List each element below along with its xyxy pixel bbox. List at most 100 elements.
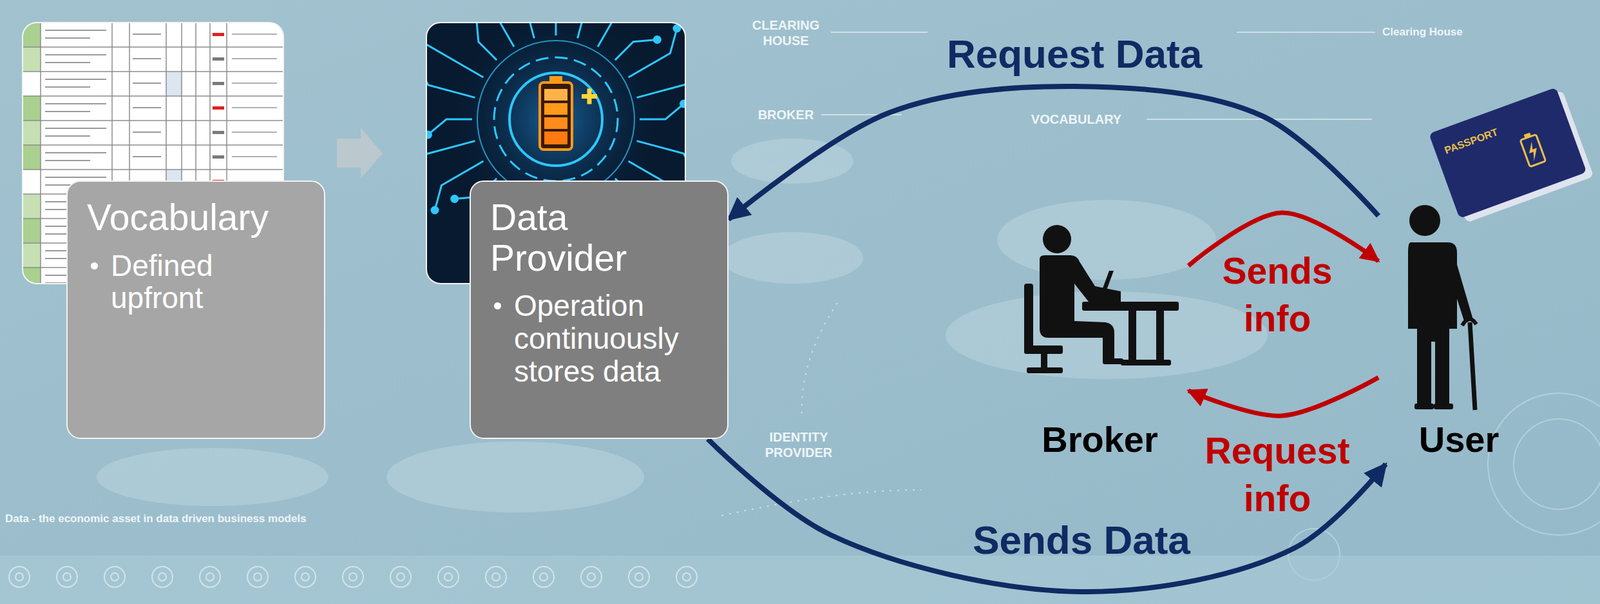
broker-pictogram — [1042, 224, 1072, 254]
passport-picture — [1520, 134, 1546, 167]
bottom-band-icons — [301, 572, 310, 581]
passport-text: PASSPORT — [1442, 125, 1500, 157]
panel-heading: Clearing House — [1382, 25, 1463, 39]
table-cells — [231, 57, 277, 60]
broker-pictogram — [1156, 310, 1164, 362]
bottom-band-icons — [199, 566, 221, 587]
faint-platforms — [721, 231, 864, 284]
footer-heading: Data - the economic asset in data driven… — [5, 512, 307, 525]
circuit-traces — [637, 79, 686, 98]
table-cells — [231, 33, 277, 35]
circuit-traces — [628, 28, 677, 78]
bottom-band-icons — [342, 566, 364, 587]
table-cells — [22, 144, 284, 146]
bottom-band-icons — [110, 572, 119, 581]
table-cells — [22, 95, 41, 121]
circuit-traces — [673, 25, 681, 32]
table-cells — [22, 46, 284, 48]
bullet-row: Defined upfront — [86, 249, 299, 315]
box-body: Operation continuously stores data — [514, 289, 702, 388]
user-pictogram — [1409, 204, 1441, 236]
data-chip-picture — [587, 88, 592, 105]
circuit-traces — [476, 22, 498, 60]
table-cells — [166, 71, 182, 96]
table-cells — [132, 33, 162, 35]
broker-pictogram — [1040, 353, 1048, 370]
table-cells — [45, 159, 91, 162]
passport-picture — [1525, 140, 1541, 162]
data-chip-picture — [544, 131, 568, 145]
bottom-band-icons — [635, 572, 643, 581]
circuit-traces — [465, 22, 515, 47]
table-cells — [45, 78, 107, 80]
table-cells — [231, 155, 277, 158]
circuit-traces — [597, 22, 634, 47]
passport-picture — [1428, 87, 1587, 219]
table-cells — [39, 22, 42, 284]
user-pictogram — [1469, 322, 1476, 410]
bottom-band-icons — [152, 566, 173, 587]
broker-pictogram — [1024, 283, 1034, 353]
broker-figure: Broker — [1011, 219, 1189, 464]
broker-pictogram — [1024, 224, 1179, 373]
section-label: IDENTITY PROVIDER — [753, 428, 844, 460]
table-cells — [45, 152, 107, 154]
bottom-band-icons — [56, 566, 78, 587]
vocabulary-box: VocabularyDefined upfront — [66, 180, 326, 439]
circuit-traces — [515, 22, 534, 39]
circuit-traces — [451, 195, 458, 202]
user-pictogram — [1462, 318, 1477, 326]
faint-rings — [1487, 392, 1600, 535]
broker-pictogram — [1128, 310, 1137, 362]
table-cells — [45, 37, 91, 39]
table-cells — [231, 131, 277, 133]
bottom-band-icons — [682, 572, 691, 581]
faint-leader-lines — [830, 31, 928, 33]
table-cells — [22, 47, 41, 72]
table-cells — [212, 81, 225, 86]
bullet-dot — [90, 262, 98, 270]
bottom-band-icons — [676, 566, 697, 587]
data-chip-picture — [494, 57, 618, 181]
section-label: CLEARING HOUSE — [740, 17, 831, 49]
flow-arrow — [1188, 377, 1379, 417]
table-cells — [45, 29, 107, 31]
bottom-band-icons — [15, 572, 24, 581]
table-cells — [231, 106, 277, 109]
broker-pictogram — [1082, 301, 1179, 311]
data-chip-picture — [544, 103, 568, 115]
table-cells — [45, 176, 107, 178]
table-cells — [22, 120, 41, 145]
bottom-band-icons — [158, 572, 167, 581]
circuit-traces — [680, 100, 686, 107]
circuit-traces — [653, 36, 661, 44]
table-cells — [212, 130, 225, 134]
broker-pictogram — [1024, 345, 1063, 354]
table-cells — [132, 131, 162, 133]
table-cells — [45, 135, 91, 137]
figure-label: Broker — [1041, 418, 1159, 460]
bottom-band-icons — [253, 572, 262, 581]
table-cells — [22, 71, 41, 96]
bottom-band-icons — [587, 572, 596, 581]
faint-leader-lines — [721, 489, 922, 516]
data-chip-picture — [544, 117, 568, 129]
table-cells — [231, 82, 277, 84]
circuit-traces — [540, 22, 556, 36]
table-cells — [45, 86, 91, 88]
box-title: Vocabulary — [86, 197, 299, 238]
bottom-band-icons — [295, 566, 316, 587]
user-pictogram — [1408, 204, 1477, 410]
edge-label: Sends Data — [901, 516, 1262, 563]
circuit-traces — [615, 39, 658, 61]
table-cells — [212, 155, 225, 159]
figure-label: User — [1419, 418, 1500, 460]
box-body: Defined upfront — [110, 249, 299, 315]
table-cells — [22, 168, 284, 171]
table-cells — [22, 218, 41, 243]
bottom-band-icons — [492, 572, 500, 581]
bottom-band-icons — [438, 566, 459, 587]
box-title: Data Provider — [490, 197, 702, 278]
section-label: BROKER — [758, 106, 815, 123]
